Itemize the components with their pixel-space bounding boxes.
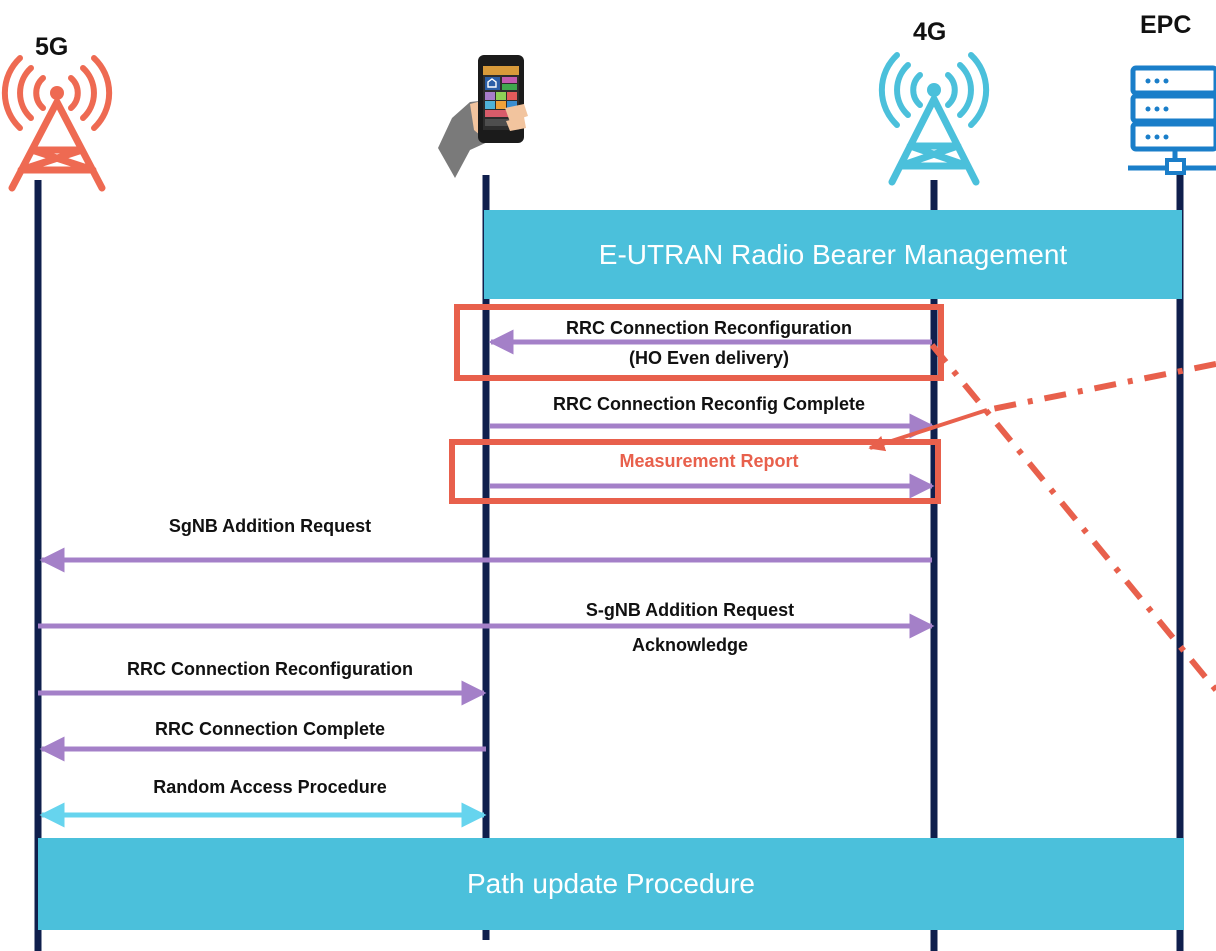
msg-sgnb-ack-line2: Acknowledge	[631, 635, 749, 655]
node-label-4g: 4G	[913, 18, 947, 46]
measurement-report-highlight-box	[449, 439, 941, 504]
server-rack-icon	[1128, 65, 1216, 175]
msg-rrc-reconfiguration-line1: RRC Connection Reconfiguration	[566, 318, 852, 338]
rrc-reconfiguration-highlight-box	[454, 304, 944, 381]
path-update-band	[38, 838, 1184, 930]
annotation-dashdot-line	[986, 361, 1216, 413]
msg-random-access: Random Access Procedure	[153, 777, 387, 797]
smartphone-in-hand-icon	[438, 55, 528, 178]
msg-sgnb-addition-request: SgNB Addition Request	[168, 516, 372, 536]
msg-rrc-reconfig-complete: RRC Connection Reconfig Complete	[552, 394, 865, 414]
msg-rrc-complete-5g: RRC Connection Complete	[154, 719, 385, 739]
msg-rrc-reconfiguration-5g: RRC Connection Reconfiguration	[127, 659, 413, 679]
msg-sgnb-ack-line1: S-gNB Addition Request	[585, 600, 795, 620]
bearer-management-band	[484, 210, 1182, 299]
annotation-dashdot-line	[868, 408, 988, 452]
radio-tower-icon	[878, 52, 990, 186]
bearer-management-label: E-UTRAN Radio Bearer Management	[598, 238, 1068, 270]
annotation-dashdot-line	[929, 343, 1216, 692]
node-label-5g: 5G	[35, 33, 69, 61]
radio-tower-icon	[1, 55, 113, 192]
msg-rrc-reconfiguration-line2: (HO Even delivery)	[628, 348, 790, 368]
node-label-epc: EPC	[1140, 11, 1192, 39]
path-update-label: Path update Procedure	[467, 868, 755, 899]
msg-measurement-report: Measurement Report	[619, 451, 799, 471]
